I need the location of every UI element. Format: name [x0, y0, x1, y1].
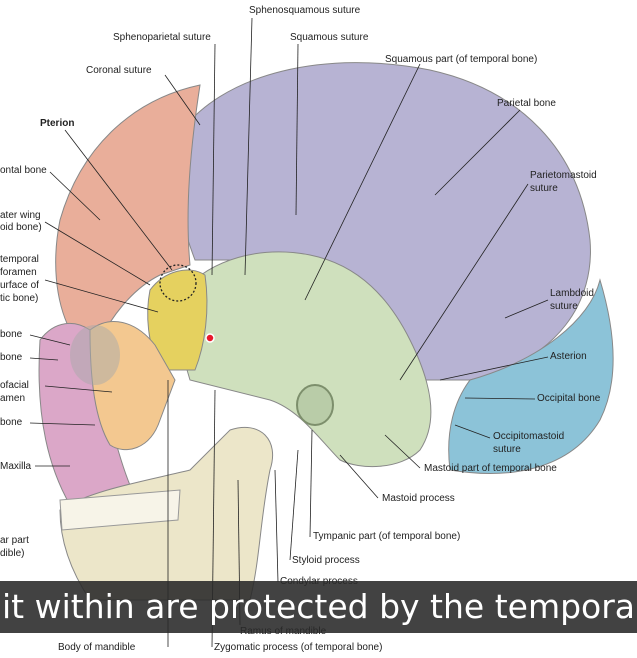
label-facial-line2: amen [0, 393, 26, 404]
label-frontal-bone: ontal bone [0, 165, 47, 176]
label-sphenosquamous-suture: Sphenosquamous suture [249, 5, 361, 16]
label-occipital-bone: Occipital bone [537, 393, 601, 404]
label-temporal-line3: urface of [0, 280, 39, 291]
label-alveolar-line2: dible) [0, 548, 25, 559]
label-temporal-line1: temporal [0, 254, 39, 265]
label-lambdoid-line2: suture [550, 301, 578, 312]
label-facial-line1: ofacial [0, 380, 29, 391]
pterion-circle [159, 264, 197, 302]
label-maxilla: Maxilla [0, 461, 32, 472]
label-squamous-part: Squamous part (of temporal bone) [385, 54, 538, 65]
label-occipitomastoid-line2: suture [493, 444, 521, 455]
caption-text: it within are protected by the temporal [2, 587, 637, 626]
label-greater-wing-line2: oid bone) [0, 222, 42, 233]
label-zygomatic-process: Zygomatic process (of temporal bone) [214, 642, 383, 653]
label-parietomastoid-line2: suture [530, 183, 558, 194]
orbit-shape [70, 325, 120, 385]
temporal-bone-shape [180, 251, 432, 468]
red-marker [205, 333, 215, 343]
label-alveolar-line1: ar part [0, 535, 29, 546]
label-temporal-line2: foramen [0, 267, 37, 278]
label-greater-wing-line1: ater wing [0, 210, 41, 221]
label-mastoid-part: Mastoid part of temporal bone [424, 463, 557, 474]
label-asterion: Asterion [550, 351, 587, 362]
occipital-bone-shape [448, 278, 614, 474]
label-body-mandible: Body of mandible [58, 642, 136, 653]
label-styloid-process: Styloid process [292, 555, 360, 566]
label-bone-b: bone [0, 352, 23, 363]
label-coronal-suture: Coronal suture [86, 65, 152, 76]
label-squamous-suture: Squamous suture [290, 32, 369, 43]
label-temporal-line4: tic bone) [0, 293, 39, 304]
label-lambdoid-line1: Lambdoid [550, 288, 594, 299]
label-bone-c: bone [0, 417, 23, 428]
label-occipitomastoid-line1: Occipitomastoid [493, 431, 565, 442]
ear-canal-shape [296, 384, 334, 426]
label-pterion: Pterion [40, 118, 75, 129]
label-parietomastoid-line1: Parietomastoid [530, 170, 597, 181]
label-sphenoparietal-suture: Sphenoparietal suture [113, 32, 211, 43]
label-bone-a: bone [0, 329, 23, 340]
leader-lines [29, 17, 549, 648]
label-mastoid-process: Mastoid process [382, 493, 455, 504]
teeth-shape [59, 489, 181, 531]
caption-bar: it within are protected by the temporal [0, 581, 637, 633]
label-parietal-bone: Parietal bone [497, 98, 556, 109]
label-tympanic-part: Tympanic part (of temporal bone) [313, 531, 461, 542]
